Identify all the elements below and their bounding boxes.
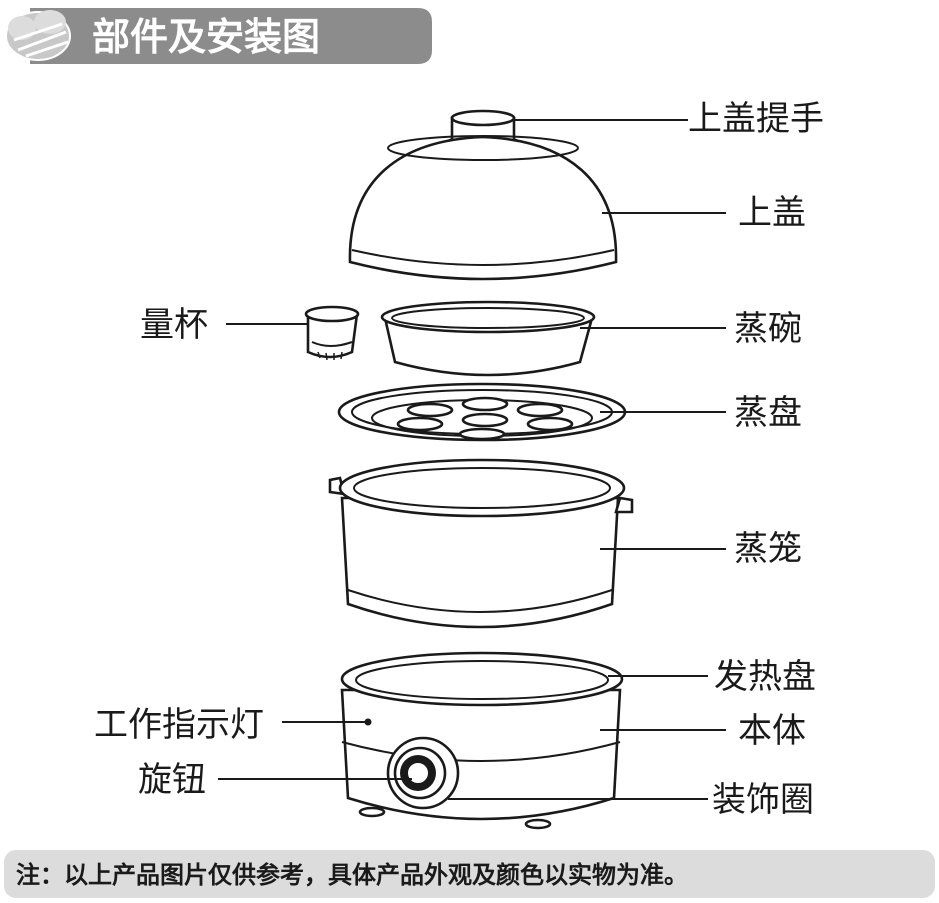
knob (386, 736, 460, 810)
label-steamer-basket: 蒸笼 (734, 529, 802, 569)
page-title: 部件及安装图 (92, 15, 320, 59)
label-lid: 上盖 (738, 193, 806, 233)
label-lid-handle: 上盖提手 (688, 99, 824, 139)
label-main-body: 本体 (738, 711, 806, 751)
label-heating-plate: 发热盘 (714, 657, 816, 697)
steamer-basket (328, 458, 634, 629)
main-body (340, 651, 624, 830)
steam-tray (337, 382, 627, 442)
label-indicator-light: 工作指示灯 (94, 705, 264, 745)
steam-bowl (380, 300, 596, 377)
measuring-cup (304, 305, 360, 361)
footer-note-text: 注：以上产品图片仅供参考，具体产品外观及颜色以实物为准。 (16, 861, 688, 889)
label-measuring-cup: 量杯 (140, 305, 208, 345)
cloud-icon (5, 10, 71, 61)
label-knob: 旋钮 (138, 760, 206, 800)
label-steam-tray: 蒸盘 (734, 393, 802, 433)
lid (348, 135, 618, 281)
footer-note: 注：以上产品图片仅供参考，具体产品外观及颜色以实物为准。 (4, 850, 935, 898)
section-header: 部件及安装图 (5, 8, 432, 64)
label-decor-ring: 装饰圈 (712, 780, 814, 820)
label-steam-bowl: 蒸碗 (734, 309, 802, 349)
